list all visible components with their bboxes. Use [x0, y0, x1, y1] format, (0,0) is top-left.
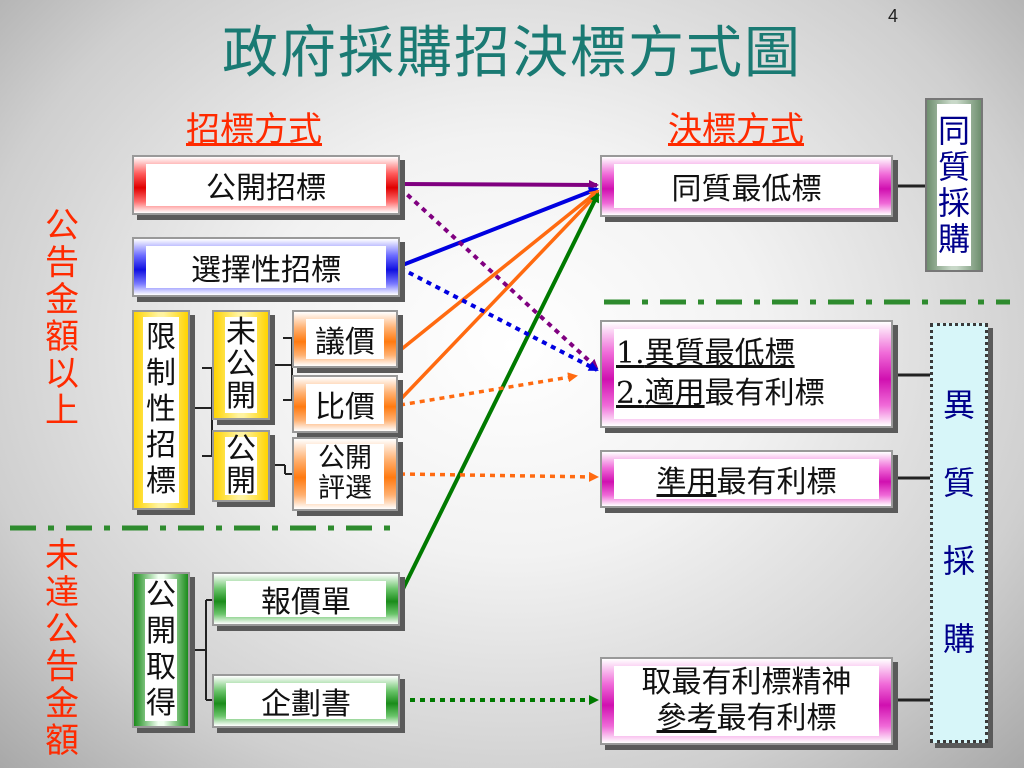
homogeneous-lowest-label: 同質最低標: [614, 164, 879, 208]
spirit-line-1: 取最有利標精神: [641, 665, 852, 700]
non-public-label: 未公開: [225, 315, 257, 414]
homogeneous-procurement-box: 同質採購: [925, 98, 983, 272]
arrow-selective-to-homogeneous-lowest: [399, 187, 599, 268]
quasi-advantageous-content: 準用最有利標: [614, 459, 879, 500]
public-evaluation-box: 公開評選: [292, 437, 398, 511]
public-acquisition-label: 公開取得: [145, 578, 177, 721]
quasi-advantageous-box: 準用最有利標: [600, 450, 893, 508]
hetero-award-content: 1.異質最低標 2.適用最有利標: [614, 329, 879, 419]
spirit-reference: 參考: [656, 701, 717, 736]
spirit-advantageous-box: 取最有利標精神 參考最有利標: [600, 657, 893, 745]
dotted-arrow-public-to-hetero: [398, 186, 599, 370]
arrow-quotation-to-homogeneous-lowest: [398, 192, 600, 596]
quasi-advantageous-text: 最有利標: [716, 465, 837, 500]
heterogeneous-procurement-label: 異質採購: [942, 386, 975, 658]
negotiation-label: 議價: [306, 319, 384, 360]
public-tender-box: 公開招標: [132, 155, 400, 215]
limited-tender-box: 限制性招標: [132, 310, 190, 510]
below-threshold-label: 未達公告金額: [45, 536, 79, 761]
dotted-arrow-price-comparison-to-hetero: [399, 372, 578, 407]
quasi-applicable: 準用: [656, 465, 717, 500]
public-evaluation-label: 公開評選: [306, 444, 384, 504]
negotiation-box: 議價: [292, 310, 398, 368]
proposal-label: 企劃書: [226, 683, 386, 722]
price-comparison-label: 比價: [306, 384, 384, 425]
spirit-advantageous-text: 最有利標: [716, 701, 837, 736]
bracket-limited-tender: [190, 367, 213, 457]
spirit-advantageous-content: 取最有利標精神 參考最有利標: [614, 665, 879, 737]
public-acquisition-box: 公開取得: [132, 572, 190, 728]
tender-methods-heading: 招標方式: [186, 110, 322, 150]
hetero-award-box: 1.異質最低標 2.適用最有利標: [600, 320, 893, 428]
dotted-arrow-selective-to-hetero: [399, 266, 599, 372]
spirit-line-2: 參考最有利標: [657, 701, 837, 737]
hetero-lowest-text: 異質最低標: [644, 336, 795, 371]
selective-tender-box: 選擇性招標: [132, 237, 400, 297]
bracket-public-acquisition: [190, 599, 212, 701]
most-advantageous-line: 2.適用最有利標: [616, 374, 825, 414]
price-comparison-box: 比價: [292, 375, 398, 433]
most-advantageous-number: 2.: [616, 376, 645, 411]
most-advantageous-applicable: 適用: [644, 376, 705, 411]
public-tender-label: 公開招標: [146, 164, 386, 206]
bracket-public-short: [270, 464, 292, 475]
selective-tender-label: 選擇性招標: [146, 246, 386, 288]
limited-tender-label: 限制性招標: [143, 317, 179, 503]
non-public-box: 未公開: [212, 310, 270, 420]
quotation-label: 報價單: [226, 581, 386, 620]
award-methods-heading: 決標方式: [668, 110, 804, 150]
hetero-lowest-line: 1.異質最低標: [616, 334, 795, 374]
page-title: 政府採購招決標方式圖: [222, 21, 802, 86]
most-advantageous-text: 最有利標: [704, 376, 825, 411]
quotation-box: 報價單: [212, 572, 400, 626]
above-threshold-label: 公告金額以上: [45, 206, 79, 431]
homogeneous-lowest-box: 同質最低標: [600, 155, 893, 217]
dotted-arrow-evaluation-to-quasi: [399, 471, 599, 482]
public-short-label: 公開: [225, 432, 257, 499]
homogeneous-procurement-label: 同質採購: [937, 104, 971, 266]
proposal-box: 企劃書: [212, 674, 400, 728]
arrow-public-to-homogeneous-lowest: [399, 179, 599, 190]
bracket-non-public: [270, 337, 293, 401]
arrow-price-comparison-to-homogeneous-lowest: [396, 191, 600, 404]
heterogeneous-procurement-box: 異質採購: [930, 323, 988, 743]
public-short-box: 公開: [212, 430, 270, 502]
page-number: 4: [888, 6, 899, 26]
arrow-negotiation-to-homogeneous-lowest: [396, 189, 600, 354]
hetero-lowest-number: 1.: [616, 336, 645, 371]
